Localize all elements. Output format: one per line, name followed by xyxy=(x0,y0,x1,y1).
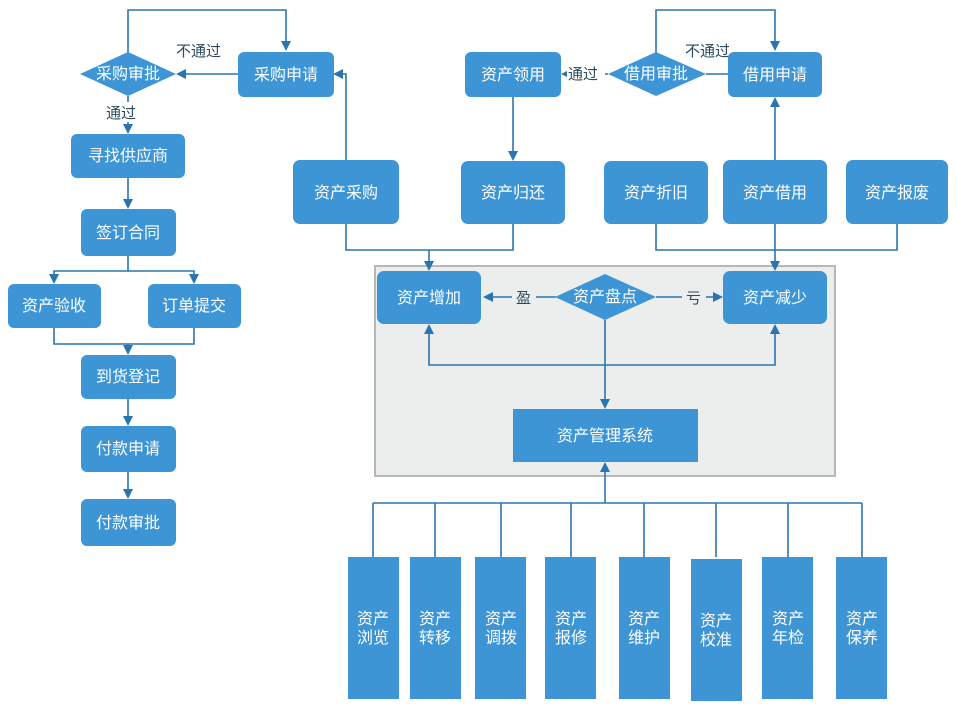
edge-contract-to-acceptance xyxy=(53,256,129,280)
node-zichan-guihuan[interactable]: 资产归还 xyxy=(461,161,565,224)
node-module-jiaozhun[interactable]: 资产 校准 xyxy=(691,559,742,701)
svg-text:保养: 保养 xyxy=(846,628,878,647)
edge-purchase-return-merge xyxy=(345,224,514,251)
node-zichan-pandian[interactable]: 资产盘点 xyxy=(555,274,656,320)
svg-text:资产: 资产 xyxy=(357,609,389,628)
label-borrow-passed: 通过 xyxy=(568,65,598,83)
svg-text:付款审批: 付款审批 xyxy=(96,513,160,532)
node-zichan-yanshou[interactable]: 资产验收 xyxy=(8,284,101,328)
svg-text:资产借用: 资产借用 xyxy=(743,183,807,202)
edge-contract-to-order xyxy=(128,270,195,280)
svg-text:付款申请: 付款申请 xyxy=(96,439,160,458)
node-caigou-shenqing[interactable]: 采购申请 xyxy=(238,52,334,97)
node-zichan-zengjia[interactable]: 资产增加 xyxy=(377,271,481,324)
node-jieyong-shenpi[interactable]: 借用审批 xyxy=(608,52,706,96)
node-module-diaobo[interactable]: 资产 调拨 xyxy=(475,557,526,699)
svg-text:浏览: 浏览 xyxy=(357,628,389,647)
svg-text:寻找供应商: 寻找供应商 xyxy=(88,146,168,165)
node-qianding-hetong[interactable]: 签订合同 xyxy=(81,209,176,256)
edge-system-to-increase-decrease xyxy=(428,330,776,366)
node-zichan-lingyong[interactable]: 资产领用 xyxy=(465,52,561,97)
node-zichan-jieyong[interactable]: 资产借用 xyxy=(723,160,827,224)
node-module-baoxiu[interactable]: 资产 报修 xyxy=(545,557,596,699)
node-module-zhuanyi[interactable]: 资产 转移 xyxy=(410,557,461,699)
svg-text:资产采购: 资产采购 xyxy=(314,183,378,202)
node-module-baoyang[interactable]: 资产 保养 xyxy=(836,557,887,699)
node-zichan-caigou[interactable]: 资产采购 xyxy=(293,160,399,224)
node-zichan-baofei[interactable]: 资产报废 xyxy=(846,160,948,224)
node-jieyong-shenqing[interactable]: 借用申请 xyxy=(728,52,822,97)
node-module-nianjian[interactable]: 资产 年检 xyxy=(762,557,813,699)
svg-text:借用申请: 借用申请 xyxy=(743,65,807,84)
svg-text:资产领用: 资产领用 xyxy=(481,65,545,84)
svg-text:资产: 资产 xyxy=(846,609,878,628)
node-guanli-xitong[interactable]: 资产管理系统 xyxy=(513,409,698,462)
edge-decrease-merge xyxy=(655,224,898,251)
svg-text:报修: 报修 xyxy=(555,628,587,647)
node-zichan-jianshao[interactable]: 资产减少 xyxy=(723,271,827,324)
node-module-weihu[interactable]: 资产 维护 xyxy=(619,557,670,699)
edge-borrow-reject-loop xyxy=(655,9,776,55)
node-zichan-zhejiu[interactable]: 资产折旧 xyxy=(604,161,708,224)
label-surplus: 盈 xyxy=(516,289,531,307)
label-purchase-not-passed: 不通过 xyxy=(176,42,221,60)
svg-text:维护: 维护 xyxy=(628,628,660,647)
svg-text:转移: 转移 xyxy=(419,628,451,647)
svg-text:资产盘点: 资产盘点 xyxy=(573,287,637,306)
svg-text:资产管理系统: 资产管理系统 xyxy=(557,426,653,445)
label-deficit: 亏 xyxy=(686,289,701,307)
svg-text:采购申请: 采购申请 xyxy=(254,65,318,84)
node-fukuan-shenqing[interactable]: 付款申请 xyxy=(81,426,176,472)
svg-text:资产验收: 资产验收 xyxy=(22,296,86,315)
svg-text:资产归还: 资产归还 xyxy=(481,183,545,202)
svg-text:资产报废: 资产报废 xyxy=(865,183,929,202)
node-module-liulan[interactable]: 资产 浏览 xyxy=(348,557,399,699)
svg-text:到货登记: 到货登记 xyxy=(96,367,160,386)
svg-text:资产: 资产 xyxy=(419,609,451,628)
svg-text:订单提交: 订单提交 xyxy=(162,296,226,315)
node-fukuan-shenpi[interactable]: 付款审批 xyxy=(81,499,176,546)
node-caigou-shenpi[interactable]: 采购审批 xyxy=(80,52,176,96)
svg-text:资产增加: 资产增加 xyxy=(397,288,461,307)
svg-text:资产: 资产 xyxy=(628,609,660,628)
svg-text:借用审批: 借用审批 xyxy=(624,64,688,83)
edge-purchase-reject-loop xyxy=(127,9,287,55)
label-borrow-not-passed: 不通过 xyxy=(685,42,730,60)
node-daohuo-dengji[interactable]: 到货登记 xyxy=(81,355,176,399)
edges xyxy=(49,9,898,557)
svg-text:资产减少: 资产减少 xyxy=(743,288,807,307)
svg-text:校准: 校准 xyxy=(700,630,732,649)
node-xunzhao-gongyingshang[interactable]: 寻找供应商 xyxy=(71,134,185,178)
edge-labels: 不通过 通过 通过 不通过 盈 亏 xyxy=(104,42,730,307)
edge-merge xyxy=(53,328,195,345)
label-purchase-passed: 通过 xyxy=(106,104,136,122)
node-dingdan-tijiao[interactable]: 订单提交 xyxy=(148,284,241,328)
svg-text:年检: 年检 xyxy=(772,628,804,647)
svg-text:调拨: 调拨 xyxy=(485,628,517,647)
svg-text:采购审批: 采购审批 xyxy=(96,64,160,83)
svg-text:资产: 资产 xyxy=(485,609,517,628)
svg-text:资产: 资产 xyxy=(772,609,804,628)
svg-text:资产折旧: 资产折旧 xyxy=(624,183,688,202)
edge-asset-purchase-to-apply xyxy=(340,73,347,160)
svg-text:资产: 资产 xyxy=(555,609,587,628)
svg-text:签订合同: 签订合同 xyxy=(96,223,160,242)
svg-text:资产: 资产 xyxy=(700,611,732,630)
